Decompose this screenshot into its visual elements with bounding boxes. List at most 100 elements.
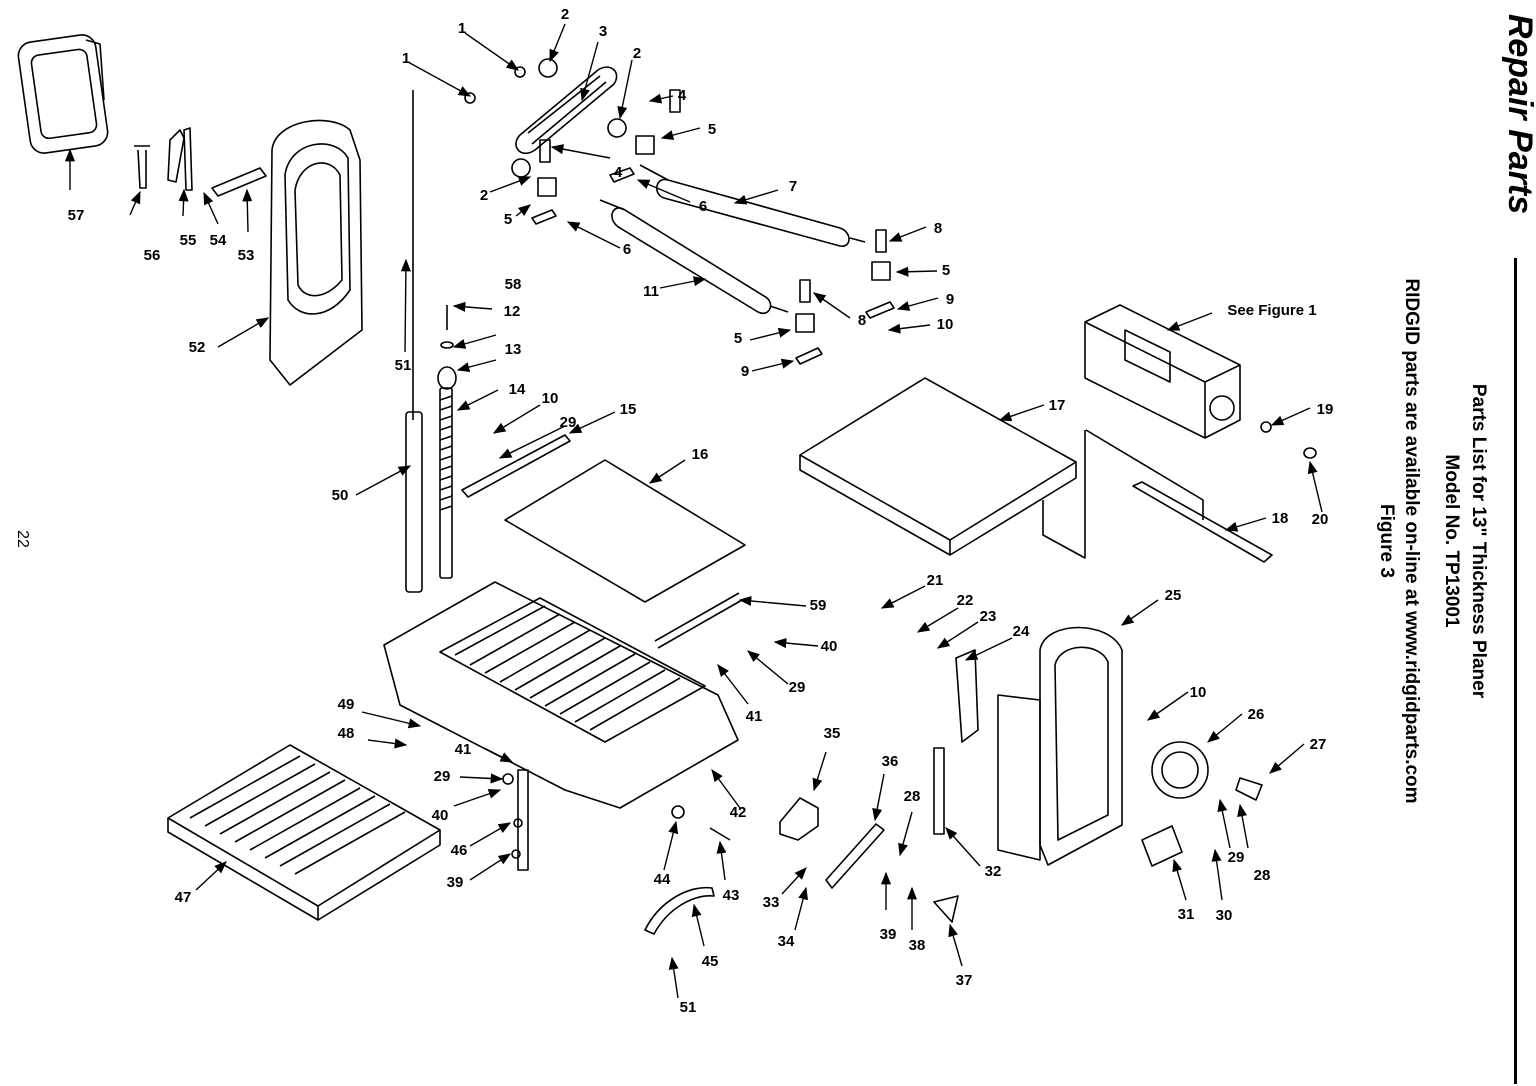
planer-base-part bbox=[383, 581, 739, 809]
plate-part bbox=[504, 459, 746, 603]
callout-1a: 1 bbox=[402, 50, 410, 67]
left-extension-table-part bbox=[167, 744, 441, 921]
callout-28b: 28 bbox=[1254, 867, 1271, 884]
callout-13: 13 bbox=[505, 341, 522, 358]
callout-19: 19 bbox=[1317, 401, 1334, 418]
elevation-screw-part bbox=[439, 387, 453, 579]
callout-37: 37 bbox=[956, 972, 973, 989]
callout-45: 45 bbox=[702, 953, 719, 970]
callout-6a: 6 bbox=[699, 198, 707, 215]
callout-40a: 40 bbox=[821, 638, 838, 655]
callout-16: 16 bbox=[692, 446, 709, 463]
header-rule bbox=[1514, 258, 1517, 1084]
callout-9b: 9 bbox=[741, 363, 749, 380]
callout-5d: 5 bbox=[734, 330, 742, 347]
motor-assembly-part bbox=[1084, 304, 1241, 439]
callout-4a: 4 bbox=[678, 87, 687, 104]
callout-32: 32 bbox=[985, 863, 1002, 880]
callout-41b: 41 bbox=[455, 741, 472, 758]
callout-10b: 10 bbox=[542, 390, 559, 407]
callout-5b: 5 bbox=[504, 211, 512, 228]
callout-17: 17 bbox=[1049, 397, 1066, 414]
callout-54: 54 bbox=[210, 232, 227, 249]
callout-25: 25 bbox=[1165, 587, 1182, 604]
lower-roller-part bbox=[611, 207, 772, 315]
callout-11: 11 bbox=[643, 283, 659, 300]
callout-50: 50 bbox=[332, 487, 349, 504]
callout-57: 57 bbox=[68, 207, 85, 224]
callout-10a: 10 bbox=[937, 316, 954, 333]
callout-56: 56 bbox=[144, 247, 161, 264]
callout-40b: 40 bbox=[432, 807, 449, 824]
callout-24: 24 bbox=[1013, 623, 1030, 640]
right-side-cover-part bbox=[997, 626, 1123, 866]
callout-35: 35 bbox=[824, 725, 841, 742]
callout-51a: 51 bbox=[395, 357, 412, 374]
strip-part bbox=[461, 434, 571, 498]
callout-36: 36 bbox=[882, 753, 899, 770]
callout-31: 31 bbox=[1178, 906, 1195, 923]
callout-see-figure-1: See Figure 1 bbox=[1227, 302, 1316, 319]
callout-1b: 1 bbox=[458, 20, 466, 37]
wrench-set-part bbox=[134, 127, 267, 197]
callout-55: 55 bbox=[180, 232, 197, 249]
callout-47: 47 bbox=[175, 889, 192, 906]
callout-43: 43 bbox=[723, 887, 740, 904]
callout-59: 59 bbox=[810, 597, 827, 614]
callout-10c: 10 bbox=[1190, 684, 1207, 701]
column-part bbox=[405, 411, 423, 593]
bar-part bbox=[1132, 481, 1273, 563]
left-side-cover-part bbox=[269, 119, 363, 386]
callout-52: 52 bbox=[189, 339, 206, 356]
pulley-part bbox=[1151, 741, 1209, 799]
callout-29b: 29 bbox=[789, 679, 806, 696]
callout-51b: 51 bbox=[680, 999, 697, 1016]
callout-41a: 41 bbox=[746, 708, 763, 725]
callout-2b: 2 bbox=[633, 45, 641, 62]
callout-15: 15 bbox=[620, 401, 637, 418]
callout-30: 30 bbox=[1216, 907, 1233, 924]
callout-2a: 2 bbox=[561, 6, 569, 23]
callout-29a: 29 bbox=[560, 414, 577, 431]
callout-22: 22 bbox=[957, 592, 974, 609]
callout-23: 23 bbox=[980, 608, 997, 625]
callout-28a: 28 bbox=[904, 788, 921, 805]
callout-33: 33 bbox=[763, 894, 780, 911]
callout-38: 38 bbox=[909, 937, 926, 954]
callout-5c: 5 bbox=[942, 262, 950, 279]
callout-6b: 6 bbox=[623, 241, 631, 258]
upper-roller-part bbox=[656, 178, 850, 247]
callout-26: 26 bbox=[1248, 706, 1265, 723]
callout-39b: 39 bbox=[880, 926, 897, 943]
callout-44: 44 bbox=[654, 871, 671, 888]
callout-27: 27 bbox=[1310, 736, 1327, 753]
callout-49: 49 bbox=[338, 696, 355, 713]
callout-7: 7 bbox=[789, 178, 797, 195]
callout-12: 12 bbox=[504, 303, 521, 320]
callout-42: 42 bbox=[730, 804, 747, 821]
dust-hood-part bbox=[17, 34, 109, 154]
drive-chain-part bbox=[515, 66, 618, 155]
callout-9a: 9 bbox=[946, 291, 954, 308]
callout-5a: 5 bbox=[708, 121, 716, 138]
callout-8a: 8 bbox=[934, 220, 942, 237]
callout-48: 48 bbox=[338, 725, 355, 742]
callout-2c: 2 bbox=[480, 187, 488, 204]
callout-8b: 8 bbox=[858, 312, 866, 329]
callout-18: 18 bbox=[1272, 510, 1289, 527]
callout-20: 20 bbox=[1312, 511, 1329, 528]
right-extension-table-part bbox=[799, 377, 1077, 556]
callout-39a: 39 bbox=[447, 874, 464, 891]
callout-53: 53 bbox=[238, 247, 255, 264]
knob-part bbox=[1235, 777, 1263, 801]
callout-29c: 29 bbox=[434, 768, 451, 785]
callout-14: 14 bbox=[509, 381, 526, 398]
callout-21: 21 bbox=[927, 572, 944, 589]
callout-4b: 4 bbox=[614, 164, 623, 181]
callout-3: 3 bbox=[599, 23, 607, 40]
callout-29d: 29 bbox=[1228, 849, 1245, 866]
callout-34: 34 bbox=[778, 933, 795, 950]
callout-58: 58 bbox=[505, 276, 522, 293]
callout-46: 46 bbox=[451, 842, 468, 859]
